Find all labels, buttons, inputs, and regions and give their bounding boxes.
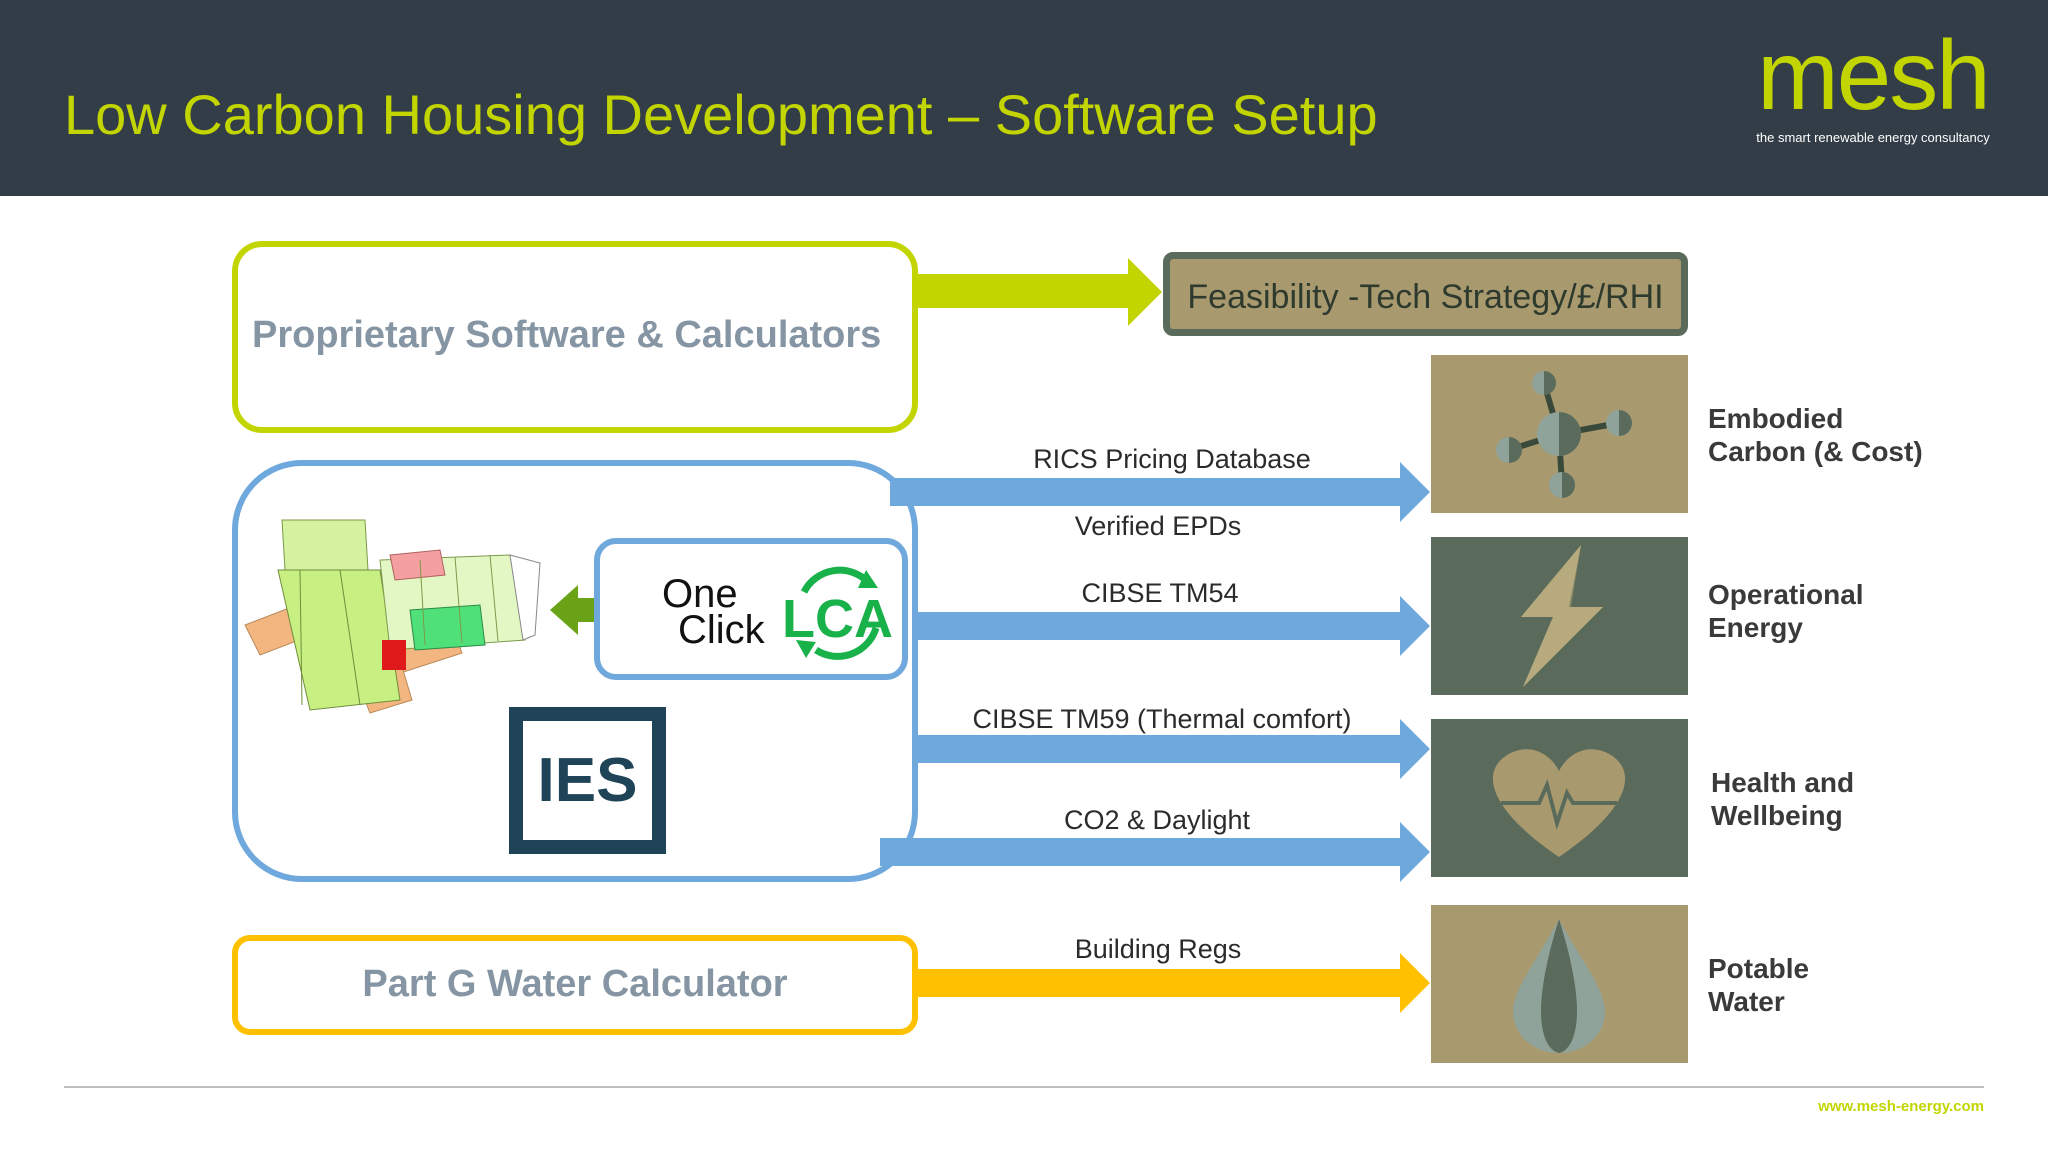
arrow-health — [912, 719, 1430, 779]
one-click-lca-box — [594, 538, 908, 680]
flow-label-epds: Verified EPDs — [1074, 511, 1242, 541]
feasibility-box — [1163, 252, 1688, 336]
flow-label-rics: RICS Pricing Database — [1033, 444, 1311, 474]
arrow-water — [915, 953, 1430, 1013]
flow-label-tm54: CIBSE TM54 — [1081, 578, 1239, 608]
mesh-logo: mesh — [1757, 20, 1991, 130]
lca-recycle-icon — [796, 566, 880, 660]
potable-water-tile — [1431, 905, 1688, 1063]
one-click-text-line1: One — [662, 572, 738, 616]
health-wellbeing-label: Health and Wellbeing — [1711, 767, 1855, 831]
flow-label-building-regs: Building Regs — [1074, 934, 1242, 964]
arrow-co2 — [880, 822, 1430, 882]
operational-energy-tile — [1431, 537, 1688, 695]
embodied-carbon-tile — [1431, 355, 1688, 513]
flow-label-tm59: CIBSE TM59 (Thermal comfort) — [972, 704, 1352, 734]
modelling-tools-box — [232, 460, 918, 882]
ies-logo-text: IES — [537, 746, 638, 815]
molecule-icon — [1496, 371, 1632, 498]
embodied-carbon-label: Embodied Carbon (& Cost) — [1708, 403, 1923, 467]
proprietary-software-box — [232, 241, 918, 433]
part-g-water-label: Part G Water Calculator — [362, 963, 788, 1005]
footer-url: www.mesh-energy.com — [1818, 1098, 1984, 1115]
page-title: Low Carbon Housing Development – Softwar… — [64, 83, 1378, 146]
water-drop-icon — [1513, 919, 1605, 1053]
flow-label-co2: CO2 & Daylight — [1063, 805, 1251, 835]
header-bar — [0, 0, 2048, 196]
building-model-illustration — [244, 519, 541, 714]
feasibility-label: Feasibility -Tech Strategy/£/RHI — [1187, 278, 1664, 316]
arrow-embodied — [890, 462, 1430, 522]
one-click-text-line2: Click — [678, 608, 765, 652]
footer-divider — [64, 1086, 1984, 1088]
part-g-water-box — [232, 935, 918, 1035]
heart-pulse-icon — [1492, 749, 1626, 857]
potable-water-label: Potable Water — [1708, 953, 1810, 1017]
lca-logo-text: LCA — [782, 589, 893, 649]
health-wellbeing-tile — [1431, 719, 1688, 877]
logo-tagline: the smart renewable energy consultancy — [1756, 130, 1990, 145]
proprietary-software-label: Proprietary Software & Calculators — [252, 314, 882, 356]
lightning-bolt-icon — [1521, 545, 1603, 687]
ies-logo: IES — [509, 707, 666, 854]
operational-energy-label: Operational Energy — [1708, 579, 1864, 643]
arrow-operational — [912, 596, 1430, 656]
green-arrow — [915, 258, 1162, 326]
